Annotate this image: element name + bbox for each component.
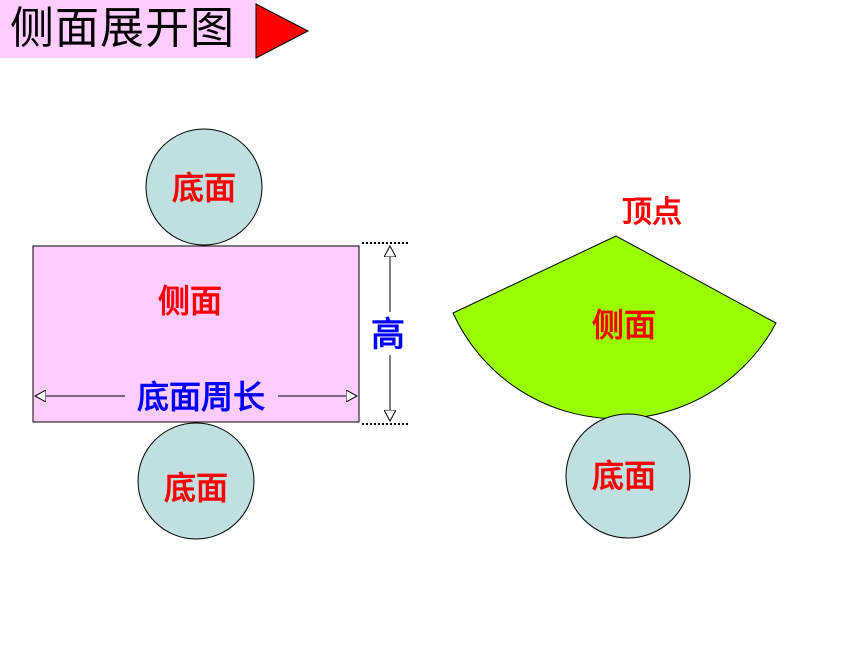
cylinder-net: 底面 侧面 底面周长 高 底面 bbox=[32, 128, 410, 540]
cone-base-label: 底面 bbox=[592, 457, 656, 495]
cylinder-top-base-circle bbox=[145, 128, 263, 246]
height-label: 高 bbox=[371, 315, 405, 355]
cone-base-circle bbox=[565, 413, 691, 539]
title-bar bbox=[0, 0, 257, 58]
cylinder-bottom-base-circle bbox=[137, 422, 255, 540]
cone-net: 顶点 侧面 底面 bbox=[452, 195, 777, 539]
cylinder-lateral-rect bbox=[32, 245, 360, 423]
cone-lateral-label: 侧面 bbox=[592, 306, 656, 344]
circumference-label: 底面周长 bbox=[137, 378, 265, 416]
cone-apex-label: 顶点 bbox=[622, 195, 682, 230]
cylinder-lateral-label: 侧面 bbox=[158, 282, 222, 320]
play-arrow-icon[interactable] bbox=[252, 2, 312, 60]
cylinder-bottom-base-label: 底面 bbox=[164, 469, 228, 507]
cylinder-top-base-label: 底面 bbox=[172, 169, 236, 207]
page-title: 侧面展开图 bbox=[10, 3, 235, 54]
